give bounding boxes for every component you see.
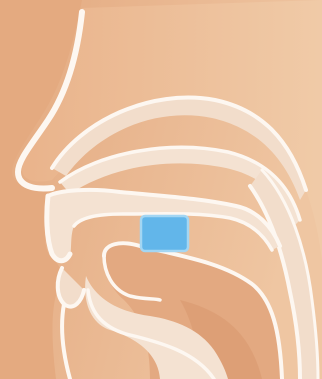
marker-square <box>141 216 188 251</box>
